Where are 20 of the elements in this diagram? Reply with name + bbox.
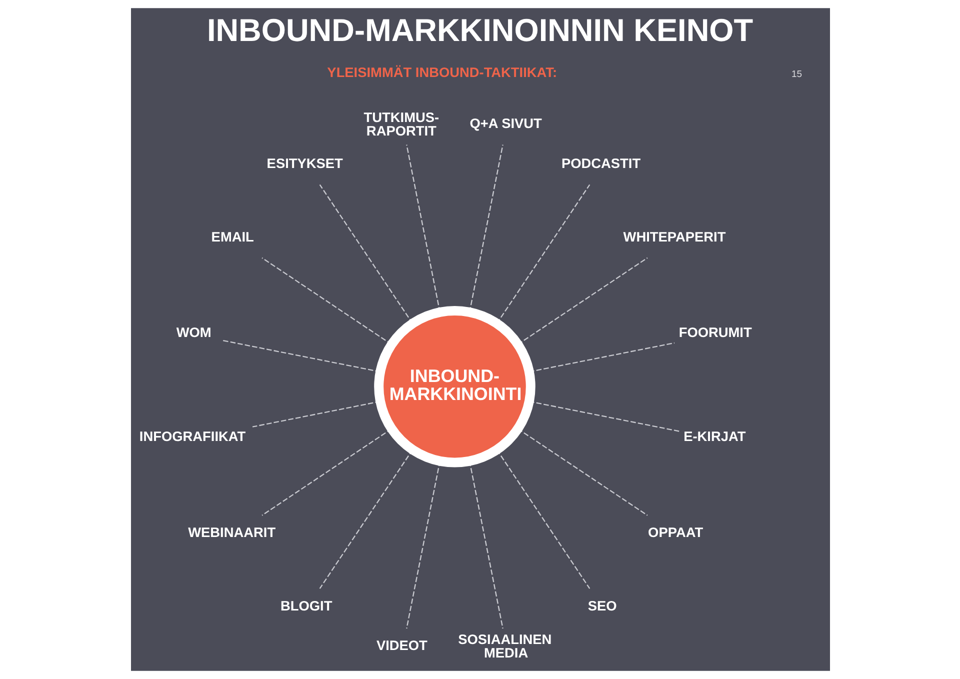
node-text: WEBINAARIT bbox=[188, 525, 276, 540]
node-text: SOSIAALINEN MEDIA bbox=[458, 632, 552, 661]
node-text: WOM bbox=[176, 325, 211, 340]
node-text: FOORUMIT bbox=[678, 325, 752, 340]
node-text: ESITYKSET bbox=[266, 156, 342, 171]
label: 15 bbox=[791, 68, 802, 80]
node-text: SEO bbox=[587, 598, 616, 614]
node-text: Q+A SIVUT bbox=[469, 116, 542, 132]
node-text: VIDEOT bbox=[376, 638, 427, 654]
node-text: PODCASTIT bbox=[560, 156, 640, 171]
node-text: OPPAAT bbox=[648, 525, 703, 540]
node-text: EMAIL bbox=[210, 229, 254, 244]
node-text: INFOGRAFIIKAT bbox=[138, 429, 246, 444]
node-text: E-KIRJAT bbox=[683, 429, 746, 444]
node-text: WHITEPAPERIT bbox=[622, 229, 726, 244]
diagram-title: INBOUND-MARKKINOINNIN KEINOT bbox=[206, 12, 753, 48]
label: YLEISIMMÄT INBOUND-TAKTIIKAT: bbox=[326, 65, 557, 80]
node-text: BLOGIT bbox=[280, 598, 332, 614]
node-circle: INBOUND- MARKKINOINTI bbox=[374, 306, 535, 468]
node-text: TUTKIMUS- RAPORTIT bbox=[363, 110, 439, 139]
